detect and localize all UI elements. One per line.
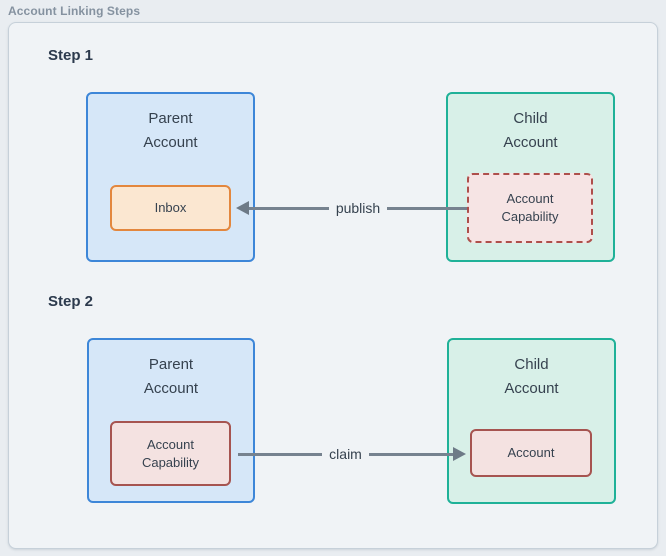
step1-inbox-box: Inbox bbox=[110, 185, 231, 231]
step2-child-account-title: Child Account bbox=[504, 356, 559, 397]
step1-parent-account-box: Parent Account bbox=[86, 92, 255, 262]
arrow-line bbox=[387, 206, 467, 210]
publish-arrow: publish bbox=[236, 195, 467, 221]
claim-arrow-label: claim bbox=[329, 446, 362, 462]
step2-account-box: Account bbox=[470, 429, 592, 477]
claim-arrow: claim bbox=[238, 441, 467, 467]
arrow-line bbox=[238, 452, 323, 456]
arrow-line bbox=[249, 206, 329, 210]
step2-child-account-box: Child Account bbox=[447, 338, 616, 504]
step1-account-capability-box: Account Capability bbox=[467, 173, 593, 243]
step-2-label: Step 2 bbox=[48, 293, 94, 310]
step-1-label: Step 1 bbox=[48, 47, 94, 64]
step1-child-account-title: Child Account bbox=[503, 110, 558, 151]
publish-arrow-label: publish bbox=[335, 200, 381, 216]
arrowhead-right-icon bbox=[453, 447, 467, 461]
step1-parent-account-title: Parent Account bbox=[143, 110, 198, 151]
arrowhead-left-icon bbox=[236, 201, 249, 215]
step2-parent-account-title: Parent Account bbox=[143, 356, 199, 397]
step2-account-capability-box: Account Capability bbox=[110, 421, 231, 486]
diagram-title: Account Linking Steps bbox=[8, 4, 141, 18]
arrow-line bbox=[368, 452, 454, 456]
